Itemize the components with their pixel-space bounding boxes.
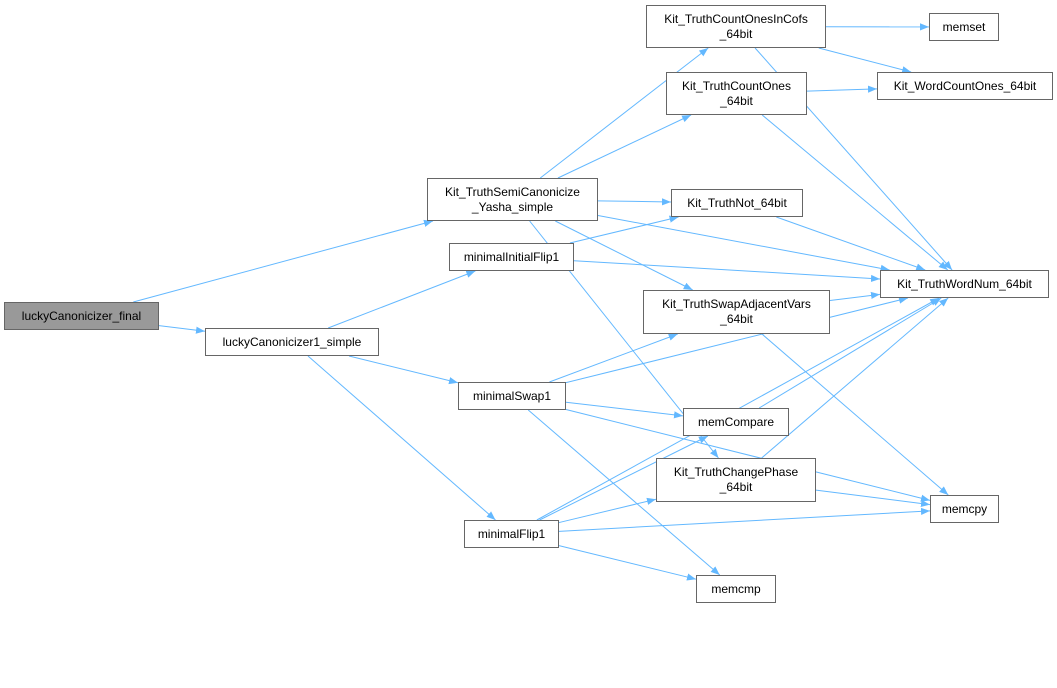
edge-countones-to-wordnum bbox=[761, 114, 949, 271]
edge-swap1-to-wordnum bbox=[565, 296, 909, 384]
edge-simple1-to-swap1 bbox=[348, 355, 459, 385]
node-luckyCanonicizer-final[interactable]: luckyCanonicizer_final bbox=[4, 302, 159, 330]
node-kit-truthcountones-64bit[interactable]: Kit_TruthCountOnes _64bit bbox=[666, 72, 807, 115]
node-minimalswap1[interactable]: minimalSwap1 bbox=[458, 382, 566, 410]
edge-flip1-to-memcmp bbox=[558, 545, 697, 581]
edge-simple1-to-initflip bbox=[327, 270, 476, 329]
edge-semi-to-wordnum bbox=[597, 214, 890, 272]
edge-swapadj-to-wordnum bbox=[829, 291, 881, 302]
node-minimalflip1[interactable]: minimalFlip1 bbox=[464, 520, 559, 548]
edge-changephase-to-wordnum bbox=[761, 297, 949, 459]
edge-swap1-to-memcompare bbox=[565, 401, 684, 419]
node-minimalinitialflip1[interactable]: minimalInitialFlip1 bbox=[449, 243, 574, 271]
edge-swapadj-to-memcpy bbox=[761, 333, 949, 496]
node-kit-truthsemicanonicize-yasha-simple[interactable]: Kit_TruthSemiCanonicize _Yasha_simple bbox=[427, 178, 598, 221]
edge-semi-to-countones bbox=[557, 114, 692, 179]
node-kit-truthswapadjacentvars-64bit[interactable]: Kit_TruthSwapAdjacentVars _64bit bbox=[643, 290, 830, 334]
edge-initflip-to-truthnot bbox=[569, 215, 679, 244]
edge-flip1-to-memcompare bbox=[539, 435, 709, 521]
edge-memcompare-to-wordnum bbox=[758, 297, 942, 409]
node-memcpy[interactable]: memcpy bbox=[930, 495, 999, 523]
node-memcmp[interactable]: memcmp bbox=[696, 575, 776, 603]
edge-initflip-to-wordnum bbox=[573, 260, 881, 283]
edge-semi-to-truthnot bbox=[597, 198, 672, 206]
edge-flip1-to-changephase bbox=[558, 497, 657, 524]
edge-final-to-simple1 bbox=[158, 325, 206, 334]
edge-simple1-to-flip1 bbox=[307, 355, 496, 521]
edge-countones-to-wordcount bbox=[806, 85, 878, 93]
node-luckyCanonicizer1-simple[interactable]: luckyCanonicizer1_simple bbox=[205, 328, 379, 356]
edge-cofs-to-wordcount bbox=[818, 47, 912, 74]
node-kit-truthchangephase-64bit[interactable]: Kit_TruthChangePhase _64bit bbox=[656, 458, 816, 502]
node-kit-truthnot-64bit[interactable]: Kit_TruthNot_64bit bbox=[671, 189, 803, 217]
edge-changephase-to-memcpy bbox=[815, 489, 931, 508]
edge-semi-to-cofs bbox=[539, 47, 709, 179]
edge-flip1-to-memcpy bbox=[558, 507, 931, 532]
edge-truthnot-to-wordnum bbox=[776, 216, 926, 271]
edge-semi-to-swapadj bbox=[555, 220, 693, 291]
edge-swap1-to-memcmp bbox=[527, 409, 721, 576]
node-memset[interactable]: memset bbox=[929, 13, 999, 41]
node-kit-wordcountones-64bit[interactable]: Kit_WordCountOnes_64bit bbox=[877, 72, 1053, 100]
edge-swap1-to-memcpy bbox=[565, 408, 931, 502]
edge-final-to-semi bbox=[133, 219, 434, 303]
node-kit-truthcountonesincofs-64bit[interactable]: Kit_TruthCountOnesInCofs _64bit bbox=[646, 5, 826, 48]
node-memcompare[interactable]: memCompare bbox=[683, 408, 789, 436]
edge-swap1-to-swapadj bbox=[549, 333, 678, 383]
node-kit-truthwordnum-64bit[interactable]: Kit_TruthWordNum_64bit bbox=[880, 270, 1049, 298]
